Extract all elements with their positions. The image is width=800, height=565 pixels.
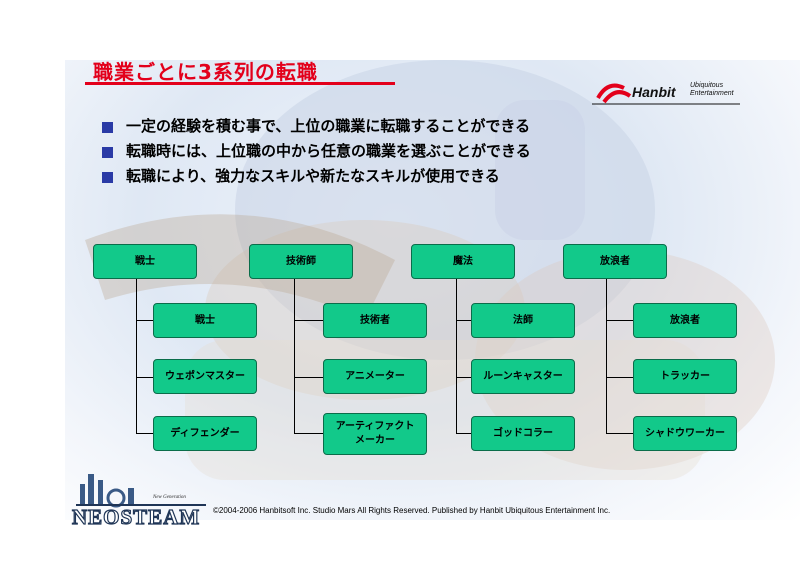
bullet-item: 転職時には、上位職の中から任意の職業を選ぶことができる xyxy=(102,139,531,164)
job-node: シャドウワーカー xyxy=(633,416,737,451)
connector xyxy=(136,433,154,434)
bullet-text: 一定の経験を積む事で、上位の職業に転職することができる xyxy=(126,117,531,135)
job-node: ルーンキャスター xyxy=(471,359,575,394)
job-node: ウェポンマスター xyxy=(153,359,257,394)
neosteam-logo-icon: New Generation NEOSTEAM xyxy=(71,474,206,530)
job-node: アーティファクト メーカー xyxy=(323,413,427,455)
job-node: 法師 xyxy=(471,303,575,338)
copyright-text: ©2004-2006 Hanbitsoft Inc. Studio Mars A… xyxy=(213,506,611,515)
hanbit-logo-icon xyxy=(592,83,740,105)
job-node: ゴッドコラー xyxy=(471,416,575,451)
connector xyxy=(136,320,154,321)
connector xyxy=(456,279,457,433)
bullet-item: 一定の経験を積む事で、上位の職業に転職することができる xyxy=(102,114,531,139)
connector xyxy=(136,279,137,433)
job-node: 戦士 xyxy=(153,303,257,338)
connector xyxy=(294,377,324,378)
job-node: トラッカー xyxy=(633,359,737,394)
title-underline xyxy=(85,82,395,85)
bullet-text: 転職により、強力なスキルや新たなスキルが使用できる xyxy=(126,167,500,185)
game-logo-tag: New Generation xyxy=(152,495,186,500)
connector xyxy=(606,433,634,434)
job-node: ディフェンダー xyxy=(153,416,257,451)
connector xyxy=(606,279,607,433)
bullet-square-icon xyxy=(102,122,113,133)
bullet-list: 一定の経験を積む事で、上位の職業に転職することができる 転職時には、上位職の中か… xyxy=(102,114,531,189)
bullet-square-icon xyxy=(102,172,113,183)
connector xyxy=(456,320,472,321)
brand-sub: Ubiquitous Entertainment xyxy=(690,82,734,98)
class-node-magic: 魔法 xyxy=(411,244,515,279)
job-node: アニメーター xyxy=(323,359,427,394)
bullet-text: 転職時には、上位職の中から任意の職業を選ぶことができる xyxy=(126,142,531,160)
job-node: 技術者 xyxy=(323,303,427,338)
connector xyxy=(456,433,472,434)
brand-name: Hanbit xyxy=(632,84,676,100)
game-logo-name: NEOSTEAM xyxy=(72,505,200,529)
connector xyxy=(456,377,472,378)
job-node: 放浪者 xyxy=(633,303,737,338)
brand-sub-line2: Entertainment xyxy=(690,90,734,97)
connector xyxy=(606,377,634,378)
bullet-square-icon xyxy=(102,147,113,158)
brand-sub-line1: Ubiquitous xyxy=(690,82,724,89)
page-title: 職業ごとに3系列の転職 xyxy=(93,60,318,84)
class-node-engineer: 技術師 xyxy=(249,244,353,279)
bullet-item: 転職により、強力なスキルや新たなスキルが使用できる xyxy=(102,164,531,189)
connector xyxy=(294,279,295,433)
connector xyxy=(606,320,634,321)
connector xyxy=(294,320,324,321)
connector xyxy=(136,377,154,378)
class-node-wanderer: 放浪者 xyxy=(563,244,667,279)
connector xyxy=(294,433,324,434)
class-node-warrior: 戦士 xyxy=(93,244,197,279)
